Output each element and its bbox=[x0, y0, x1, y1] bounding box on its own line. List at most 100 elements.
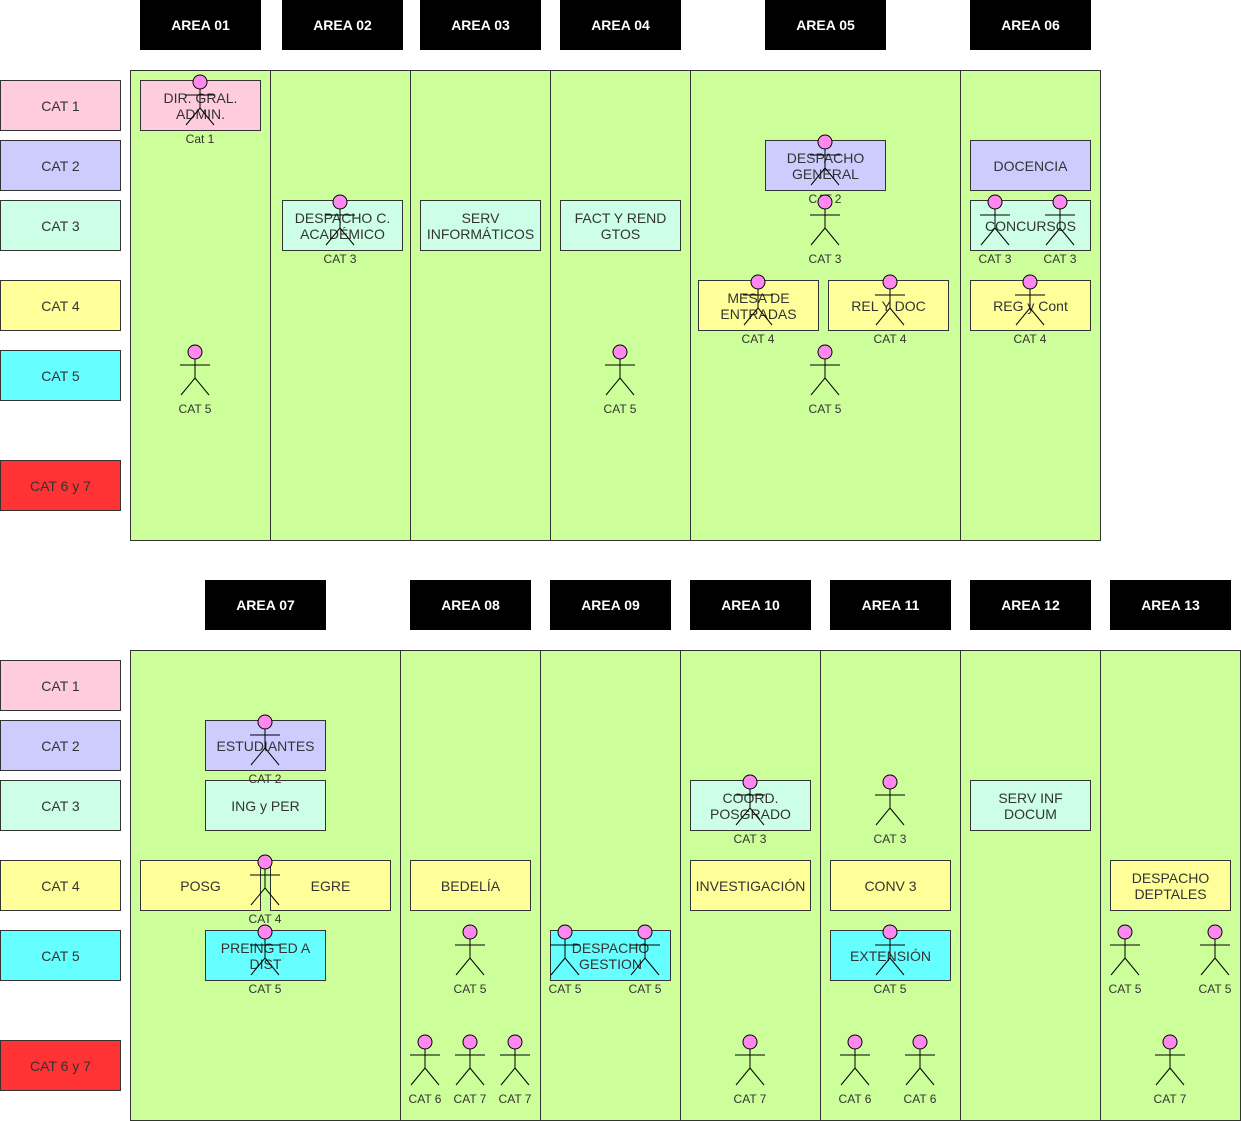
actor-icon bbox=[455, 1034, 485, 1086]
unit-box: DESPACHO DEPTALES bbox=[1110, 860, 1231, 911]
unit-box: INVESTIGACIÓN bbox=[690, 860, 811, 911]
actor-icon bbox=[735, 774, 765, 826]
actor-label: CAT 5 bbox=[628, 982, 662, 996]
actor-label: CAT 5 bbox=[248, 982, 282, 996]
area-divider bbox=[540, 650, 541, 1121]
actor-label: CAT 3 bbox=[733, 832, 767, 846]
area-header: AREA 01 bbox=[140, 0, 261, 50]
actor-icon bbox=[1200, 924, 1230, 976]
actor-label: CAT 6 bbox=[838, 1092, 872, 1106]
actor-icon bbox=[630, 924, 660, 976]
area-header: AREA 02 bbox=[282, 0, 403, 50]
category-3: CAT 3 bbox=[0, 200, 121, 251]
area-header: AREA 10 bbox=[690, 580, 811, 630]
area-header: AREA 12 bbox=[970, 580, 1091, 630]
area-divider bbox=[960, 650, 961, 1121]
actor-label: CAT 3 bbox=[808, 252, 842, 266]
area-divider bbox=[1100, 650, 1101, 1121]
actor-icon bbox=[980, 194, 1010, 246]
unit-box: CONV 3 bbox=[830, 860, 951, 911]
area-header: AREA 07 bbox=[205, 580, 326, 630]
actor-icon bbox=[743, 274, 773, 326]
actor-label: CAT 5 bbox=[808, 402, 842, 416]
actor-label: CAT 5 bbox=[1108, 982, 1142, 996]
area-divider bbox=[400, 650, 401, 1121]
actor-icon bbox=[1155, 1034, 1185, 1086]
category-5: CAT 5 bbox=[0, 350, 121, 401]
actor-label: CAT 7 bbox=[733, 1092, 767, 1106]
actor-icon bbox=[250, 714, 280, 766]
actor-label: CAT 3 bbox=[323, 252, 357, 266]
actor-label: CAT 5 bbox=[873, 982, 907, 996]
actor-label: CAT 6 bbox=[408, 1092, 442, 1106]
actor-icon bbox=[875, 924, 905, 976]
actor-label: CAT 5 bbox=[178, 402, 212, 416]
area-header: AREA 05 bbox=[765, 0, 886, 50]
actor-icon bbox=[875, 274, 905, 326]
area-divider bbox=[550, 70, 551, 541]
area-divider bbox=[410, 70, 411, 541]
actor-icon bbox=[735, 1034, 765, 1086]
actor-icon bbox=[325, 194, 355, 246]
unit-box: BEDELÍA bbox=[410, 860, 531, 911]
actor-icon bbox=[1015, 274, 1045, 326]
category-2: CAT 2 bbox=[0, 720, 121, 771]
category-6: CAT 6 y 7 bbox=[0, 460, 121, 511]
unit-box: DOCENCIA bbox=[970, 140, 1091, 191]
actor-label: CAT 2 bbox=[248, 772, 282, 786]
category-6: CAT 6 y 7 bbox=[0, 1040, 121, 1091]
area-header: AREA 09 bbox=[550, 580, 671, 630]
unit-box: SERV INF DOCUM bbox=[970, 780, 1091, 831]
area-header: AREA 13 bbox=[1110, 580, 1231, 630]
area-header: AREA 04 bbox=[560, 0, 681, 50]
unit-box: FACT Y REND GTOS bbox=[560, 200, 681, 251]
category-4: CAT 4 bbox=[0, 860, 121, 911]
area-header: AREA 11 bbox=[830, 580, 951, 630]
actor-icon bbox=[180, 344, 210, 396]
unit-box: POSG bbox=[140, 860, 261, 911]
actor-icon bbox=[455, 924, 485, 976]
actor-icon bbox=[185, 74, 215, 126]
area-header: AREA 06 bbox=[970, 0, 1091, 50]
actor-label: CAT 4 bbox=[741, 332, 775, 346]
actor-icon bbox=[810, 194, 840, 246]
area-divider bbox=[960, 70, 961, 541]
unit-box: ING y PER bbox=[205, 780, 326, 831]
actor-icon bbox=[250, 854, 280, 906]
category-1: CAT 1 bbox=[0, 660, 121, 711]
actor-icon bbox=[810, 344, 840, 396]
actor-icon bbox=[1110, 924, 1140, 976]
actor-label: CAT 4 bbox=[873, 332, 907, 346]
actor-icon bbox=[550, 924, 580, 976]
area-header: AREA 08 bbox=[410, 580, 531, 630]
area-divider bbox=[690, 70, 691, 541]
actor-icon bbox=[1045, 194, 1075, 246]
actor-label: CAT 7 bbox=[498, 1092, 532, 1106]
actor-label: CAT 3 bbox=[978, 252, 1012, 266]
unit-box: EGRE bbox=[270, 860, 391, 911]
actor-label: CAT 6 bbox=[903, 1092, 937, 1106]
actor-label: CAT 4 bbox=[248, 912, 282, 926]
area-divider bbox=[270, 70, 271, 541]
area-header: AREA 03 bbox=[420, 0, 541, 50]
unit-box: DESPACHO GESTION bbox=[550, 930, 671, 981]
actor-label: CAT 3 bbox=[873, 832, 907, 846]
unit-box: SERV INFORMÁTICOS bbox=[420, 200, 541, 251]
areas-panel bbox=[130, 70, 1101, 541]
unit-box: DESPACHO C. ACADÉMICO bbox=[282, 200, 403, 251]
category-2: CAT 2 bbox=[0, 140, 121, 191]
actor-label: CAT 7 bbox=[453, 1092, 487, 1106]
actor-icon bbox=[875, 774, 905, 826]
actor-label: Cat 1 bbox=[185, 132, 215, 146]
actor-icon bbox=[605, 344, 635, 396]
actor-icon bbox=[250, 924, 280, 976]
actor-label: CAT 4 bbox=[1013, 332, 1047, 346]
actor-label: CAT 5 bbox=[1198, 982, 1232, 996]
actor-icon bbox=[500, 1034, 530, 1086]
actor-label: CAT 5 bbox=[453, 982, 487, 996]
actor-label: CAT 7 bbox=[1153, 1092, 1187, 1106]
category-3: CAT 3 bbox=[0, 780, 121, 831]
actor-label: CAT 3 bbox=[1043, 252, 1077, 266]
category-1: CAT 1 bbox=[0, 80, 121, 131]
area-divider bbox=[820, 650, 821, 1121]
